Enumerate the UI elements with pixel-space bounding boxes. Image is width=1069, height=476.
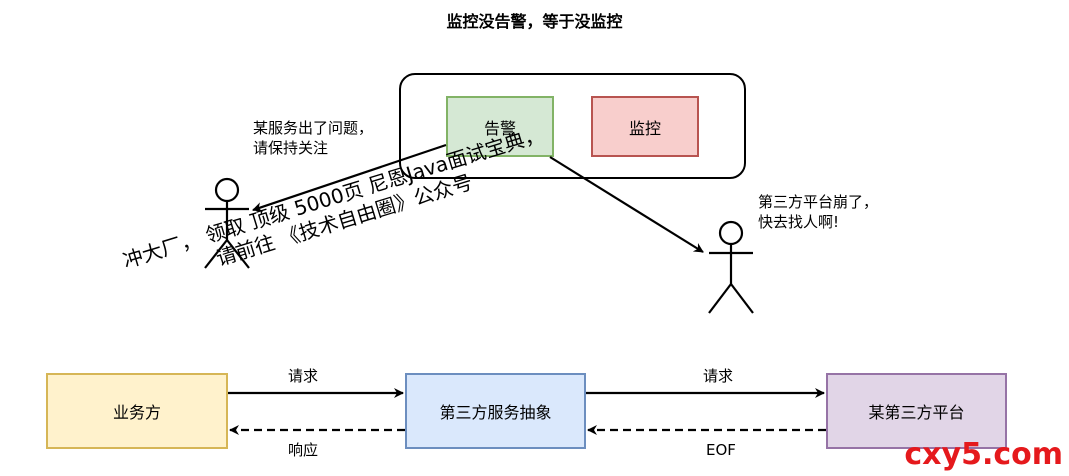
arrow-alert-to-left-person xyxy=(252,143,447,212)
right-speech-line1: 第三方平台崩了， xyxy=(758,193,879,211)
brand-logo: cxy5.com xyxy=(904,437,1063,472)
alert-monitor-group xyxy=(399,73,746,179)
request-label-1: 请求 xyxy=(288,367,319,385)
response-label-1: 响应 xyxy=(288,441,319,459)
arrow-alert-to-right-person xyxy=(549,156,704,253)
left-speech-line2: 请保持关注 xyxy=(253,139,329,157)
alert-node: 告警 xyxy=(446,96,554,157)
eof-label: EOF xyxy=(706,441,736,459)
third-party-service-node: 第三方服务抽象 xyxy=(405,373,586,449)
request-label-2: 请求 xyxy=(703,367,734,385)
third-party-platform-node: 某第三方平台 xyxy=(826,373,1007,449)
right-speech-line2: 快去找人啊! xyxy=(758,213,840,231)
left-speech-line1: 某服务出了问题， xyxy=(253,119,374,137)
monitor-node: 监控 xyxy=(591,96,699,157)
left-person-icon xyxy=(204,177,250,269)
diagram-title: 监控没告警，等于没监控 xyxy=(446,12,623,31)
right-person-icon xyxy=(708,220,754,314)
business-node: 业务方 xyxy=(46,373,228,449)
